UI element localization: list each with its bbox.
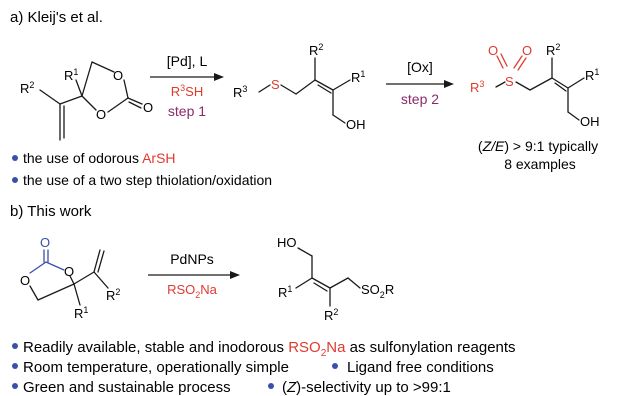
arrow1-step-label: step 1 (168, 103, 206, 119)
bullet-dot (268, 383, 274, 389)
section-a-heading: a) Kleij's et al. (10, 9, 103, 26)
atom-ho-b: HO (277, 235, 297, 250)
atom-r2-intermediate: R2 (309, 42, 323, 58)
section-b-heading: b) This work (10, 203, 92, 220)
arrow2-step-label: step 2 (401, 91, 439, 107)
atom-r2-b: R2 (106, 287, 120, 303)
arrow-b-reagent: RSO2Na (167, 282, 218, 300)
atom-o-carbonyl: O (143, 100, 153, 115)
arrow1-catalyst: [Pd], L (167, 53, 208, 69)
atom-r3: R3 (233, 84, 247, 100)
bullet-b2a: Room temperature, operationally simple (23, 359, 289, 376)
section-a-bullets: the use of odorous ArSH the use of a two… (12, 150, 272, 188)
atom-r2-product: R2 (546, 42, 560, 58)
atom-o-ring-b1: O (20, 273, 30, 288)
bullet-dot (12, 177, 18, 183)
atom-r3-product: R3 (470, 79, 484, 95)
atom-r2-product-b: R2 (324, 307, 338, 323)
atom-o-ring-bottom: O (96, 107, 106, 122)
bullet-b2b: Ligand free conditions (347, 359, 494, 376)
product-b-sulfonyl-label: SO2R (361, 282, 394, 300)
arrow-b-catalyst: PdNPs (170, 251, 214, 267)
bullet-b3a: Green and sustainable process (23, 379, 231, 396)
section-b-bullets: Readily available, stable and inodorous … (12, 339, 516, 396)
bullet-a1: the use of odorous ArSH (23, 150, 176, 166)
bullet-dot (12, 155, 18, 161)
atom-r1-b: R1 (74, 305, 88, 321)
atom-r1-product: R1 (585, 67, 599, 83)
bullet-dot (12, 363, 18, 369)
atom-o-sulfone-1: O (488, 43, 498, 58)
atom-oh-product: OH (580, 114, 600, 129)
atom-o-carbonyl-b: O (40, 235, 50, 250)
atom-oh-intermediate: OH (346, 117, 366, 132)
reactant-a-structure: R2 R1 O O O (20, 61, 153, 141)
atom-s: S (271, 77, 280, 92)
bullet-dot (332, 363, 338, 369)
atom-s-product: S (505, 74, 514, 89)
bullet-a2: the use of a two step thiolation/oxidati… (23, 172, 272, 188)
atom-o-sulfone-2: O (522, 43, 532, 58)
atom-o-ring-top: O (113, 68, 123, 83)
arrow-section-b: PdNPs RSO2Na (148, 251, 240, 300)
arrow-step-1: [Pd], L R3SH step 1 (150, 53, 224, 119)
intermediate-thioether: R3 S R2 R1 OH (233, 42, 366, 132)
bullet-dot (12, 383, 18, 389)
atom-r1-product-b: R1 (278, 284, 292, 300)
arrow1-reagent: R3SH (171, 83, 203, 99)
atom-r1: R1 (64, 67, 78, 83)
product-b-structure: HO R1 R2 SO2R (277, 235, 394, 323)
atom-r2: R2 (20, 80, 34, 96)
examples-note: 8 examples (504, 156, 576, 172)
bullet-dot (12, 343, 18, 349)
bullet-b3b: (Z)-selectivity up to >99:1 (282, 379, 451, 396)
selectivity-note: (Z/E) > 9:1 typically (478, 138, 598, 154)
reactant-b-structure: O O O R1 R2 (20, 235, 120, 321)
product-a-sulfone: R3 S O O R2 R1 OH (470, 42, 600, 129)
bullet-b1: Readily available, stable and inodorous … (23, 339, 516, 359)
atom-o-ring-b2: O (64, 264, 74, 279)
arrow2-oxidant: [Ox] (407, 59, 433, 75)
arrow-step-2: [Ox] step 2 (386, 59, 454, 107)
atom-r1-intermediate: R1 (351, 69, 365, 85)
